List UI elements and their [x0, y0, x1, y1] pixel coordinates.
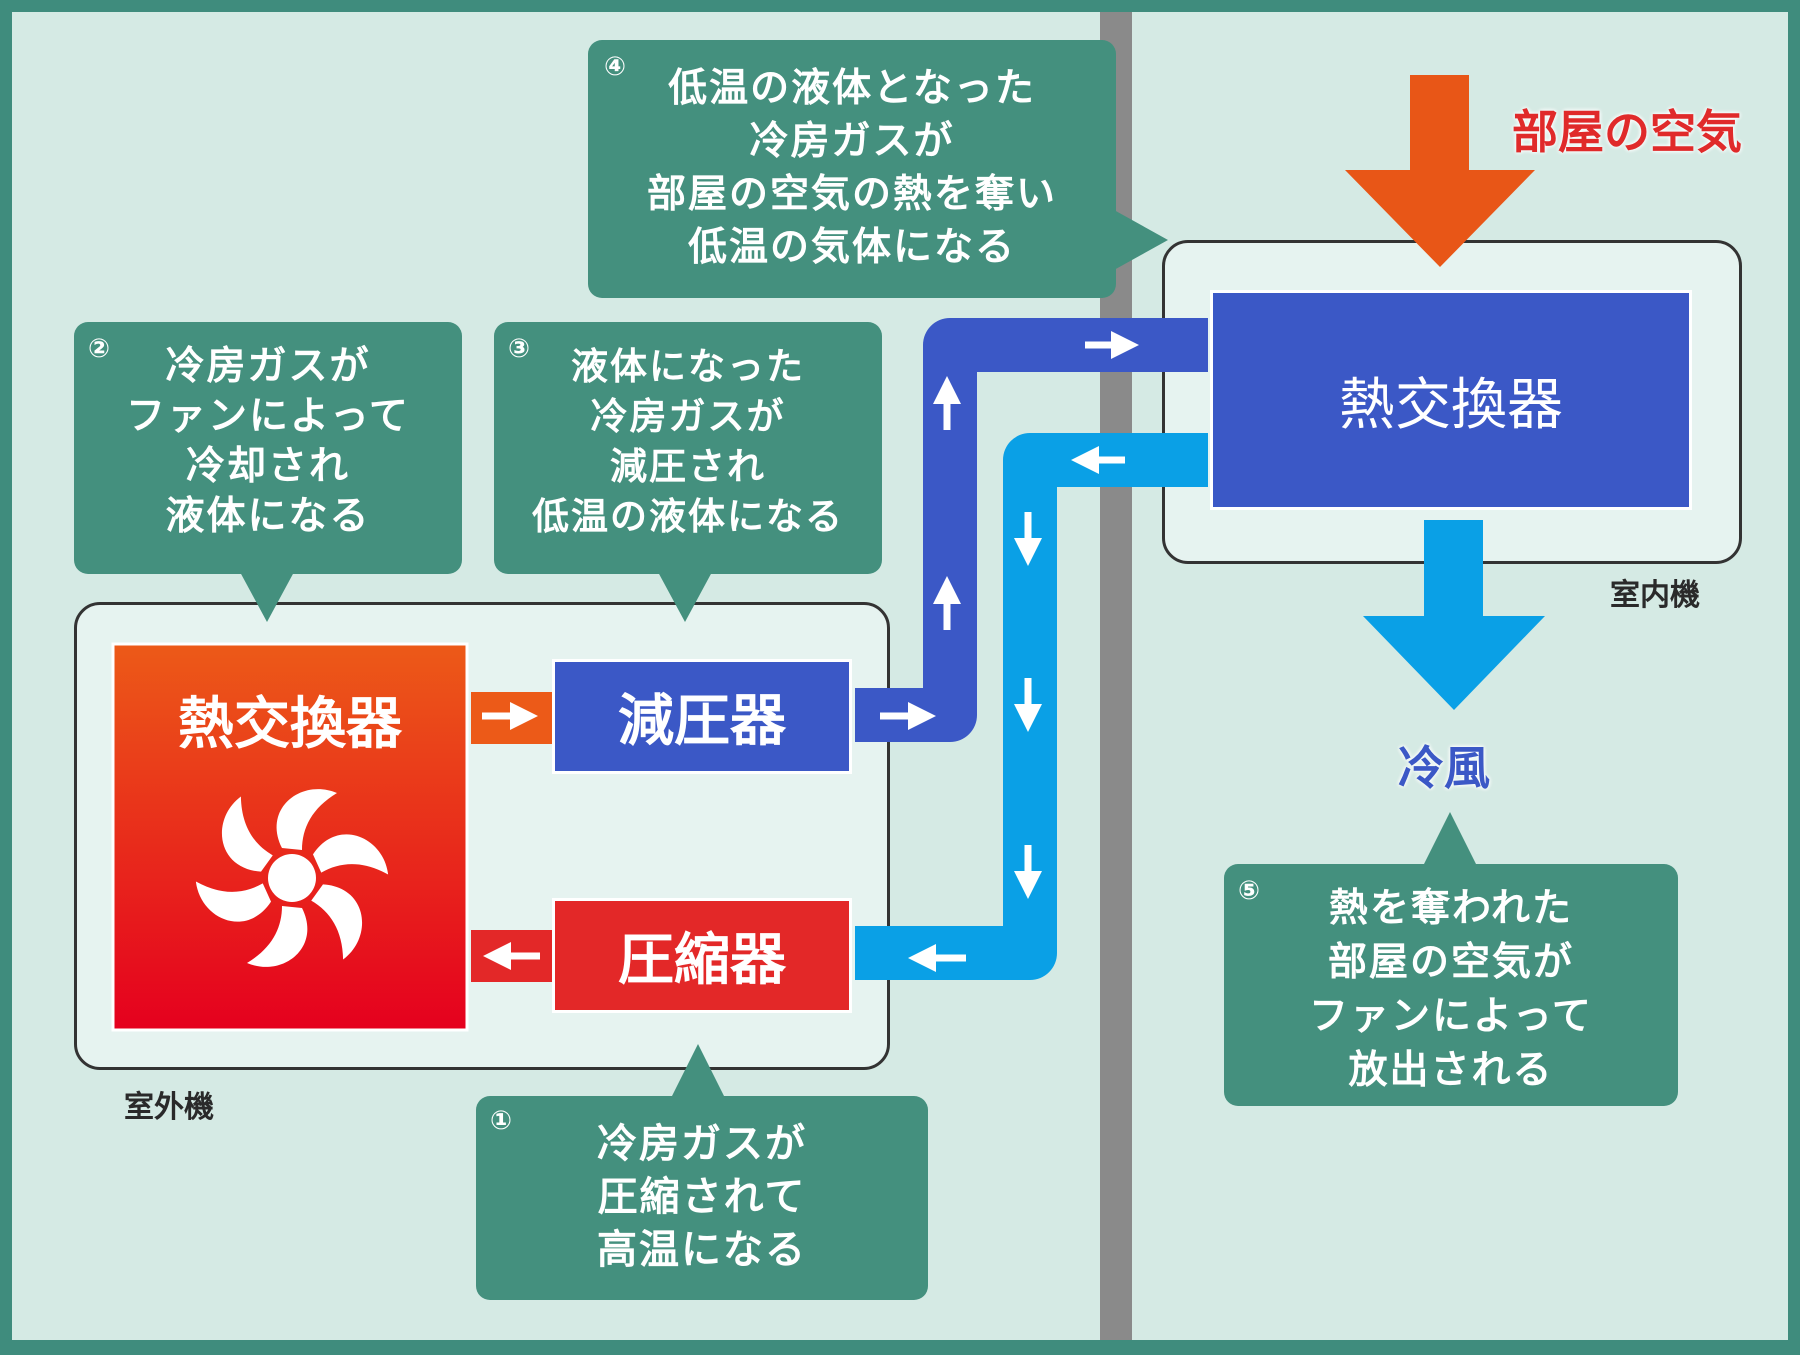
fan-icon [192, 789, 392, 967]
callout-4-number: ④ [604, 52, 627, 82]
callout-2-text: 冷房ガスが ファンによって 冷却され 液体になる [126, 344, 410, 539]
callout-2-pointer [240, 572, 294, 622]
flow-arrows [482, 331, 1139, 972]
expansion-valve-label: 減圧器 [618, 689, 786, 754]
expansion-valve-box: 減圧器 [552, 659, 852, 774]
callout-1-pointer [672, 1044, 724, 1096]
callout-4-text: 低温の液体となった 冷房ガスが 部屋の空気の熱を奪い 低温の気体になる [646, 66, 1057, 270]
callout-4-pointer [1114, 210, 1168, 270]
compressor-label: 圧縮器 [618, 928, 786, 993]
callout-3-number: ③ [508, 334, 531, 364]
indoor-unit-label: 室内機 [1610, 578, 1700, 613]
outdoor-unit-label: 室外機 [124, 1090, 214, 1125]
room-air-label: 部屋の空気 [1512, 105, 1742, 159]
cool-air-label: 冷風 [1398, 741, 1490, 795]
outdoor-heat-exchanger-label: 熱交換器 [178, 692, 402, 757]
callout-3: ③ 液体になった 冷房ガスが 減圧され 低温の液体になる [494, 322, 882, 574]
callout-3-text: 液体になった 冷房ガスが 減圧され 低温の液体になる [532, 345, 844, 538]
cool-air-arrow [1363, 520, 1545, 710]
callout-2: ② 冷房ガスが ファンによって 冷却され 液体になる [74, 322, 462, 574]
callout-5-text: 熱を奪われた 部屋の空気が ファンによって 放出される [1309, 886, 1593, 1093]
callout-2-number: ② [88, 334, 111, 364]
callout-1-number: ① [490, 1106, 513, 1136]
callout-4: ④ 低温の液体となった 冷房ガスが 部屋の空気の熱を奪い 低温の気体になる [588, 40, 1116, 298]
callout-1-text: 冷房ガスが 圧縮されて 高温になる [597, 1121, 807, 1273]
callout-1: ① 冷房ガスが 圧縮されて 高温になる [476, 1096, 928, 1300]
indoor-heat-exchanger-label: 熱交換器 [1339, 372, 1563, 438]
room-air-arrow [1345, 75, 1535, 267]
callout-5: ⑤ 熱を奪われた 部屋の空気が ファンによって 放出される [1224, 864, 1678, 1106]
compressor-box: 圧縮器 [552, 898, 852, 1013]
callout-5-pointer [1424, 812, 1476, 864]
callout-5-number: ⑤ [1238, 876, 1261, 906]
callout-3-pointer [658, 572, 712, 622]
indoor-heat-exchanger-box: 熱交換器 [1210, 290, 1692, 510]
